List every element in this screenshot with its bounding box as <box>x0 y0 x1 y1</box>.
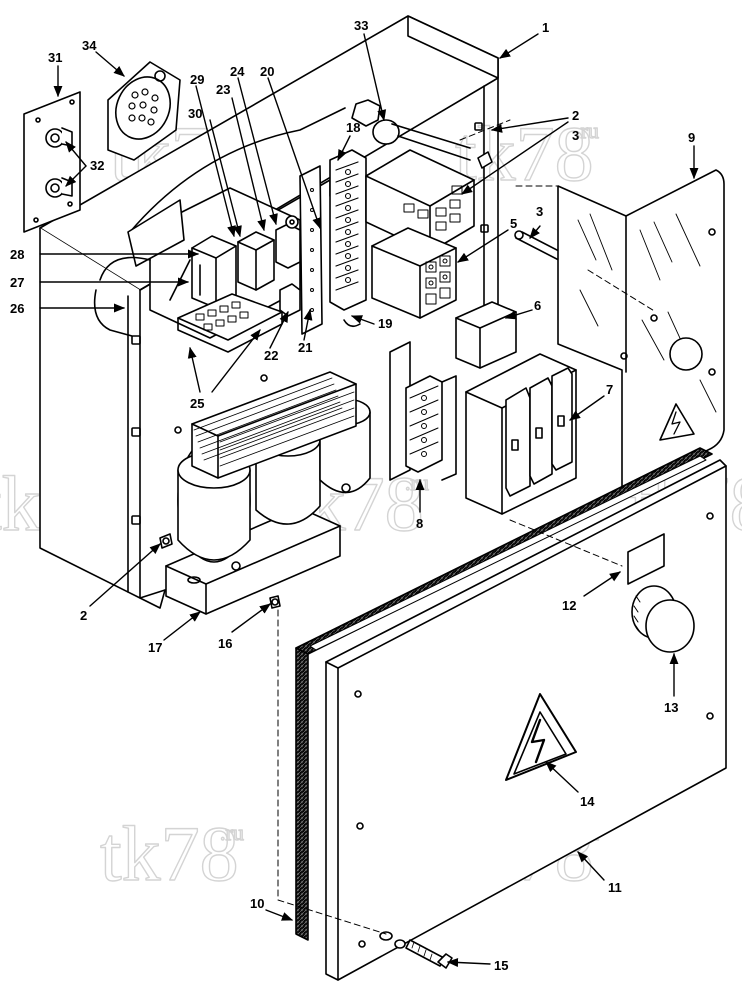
callout-26: 26 <box>10 301 24 316</box>
callout-16: 16 <box>218 636 232 651</box>
callout-9: 9 <box>688 130 695 145</box>
callout-labels: 1 2 2 3 3 5 6 7 8 9 10 11 12 13 14 15 16… <box>10 18 695 973</box>
callout-10: 10 <box>250 896 264 911</box>
callout-2: 2 <box>80 608 87 623</box>
callout-14: 14 <box>580 794 595 809</box>
callout-17: 17 <box>148 640 162 655</box>
callout-25: 25 <box>190 396 204 411</box>
leader-lines <box>39 33 699 967</box>
callout-23: 23 <box>216 82 230 97</box>
watermark-suffix: .ru <box>220 820 244 845</box>
cable-bushing <box>351 99 471 161</box>
screws <box>159 151 493 609</box>
callout-7: 7 <box>606 382 613 397</box>
callout-13: 13 <box>664 700 678 715</box>
transformer <box>165 371 371 615</box>
mounting-bracket <box>455 301 517 369</box>
callout-22: 22 <box>264 348 278 363</box>
callout-31: 31 <box>48 50 62 65</box>
callout-5: 5 <box>510 216 517 231</box>
callout-8: 8 <box>416 516 423 531</box>
callout-34: 34 <box>82 38 97 53</box>
callout-1: 1 <box>542 20 549 35</box>
callout-18: 18 <box>346 120 360 135</box>
relay-assembly <box>93 187 301 353</box>
watermark-suffix: .ru <box>405 470 429 495</box>
callout-20: 20 <box>260 64 274 79</box>
callout-21: 21 <box>298 340 312 355</box>
callout-33: 33 <box>354 18 368 33</box>
callout-19: 19 <box>378 316 392 331</box>
callout-32: 32 <box>90 158 104 173</box>
fuse-block <box>465 353 577 515</box>
callout-11: 11 <box>608 880 622 895</box>
watermark-suffix: .ru <box>575 118 599 143</box>
terminal-block <box>389 341 457 481</box>
callout-30: 30 <box>188 106 202 121</box>
terminal-strip <box>299 149 367 335</box>
round-connector <box>107 61 181 161</box>
callout-3: 3 <box>572 128 579 143</box>
connector-plate <box>23 91 81 233</box>
callout-6: 6 <box>534 298 541 313</box>
alignment-lines <box>277 119 657 935</box>
door-bolt <box>379 931 453 969</box>
callout-24: 24 <box>230 64 245 79</box>
callout-28: 28 <box>10 247 24 262</box>
callout-15: 15 <box>494 958 508 973</box>
watermark-text: tk78 <box>100 810 239 897</box>
clear-cover <box>557 169 725 495</box>
enclosure-door <box>325 459 727 981</box>
callout-12: 12 <box>562 598 576 613</box>
callout-29: 29 <box>190 72 204 87</box>
callout-27: 27 <box>10 275 24 290</box>
gasket <box>295 447 713 941</box>
relay-five <box>371 227 457 319</box>
callout-3: 3 <box>536 204 543 219</box>
callout-2: 2 <box>572 108 579 123</box>
